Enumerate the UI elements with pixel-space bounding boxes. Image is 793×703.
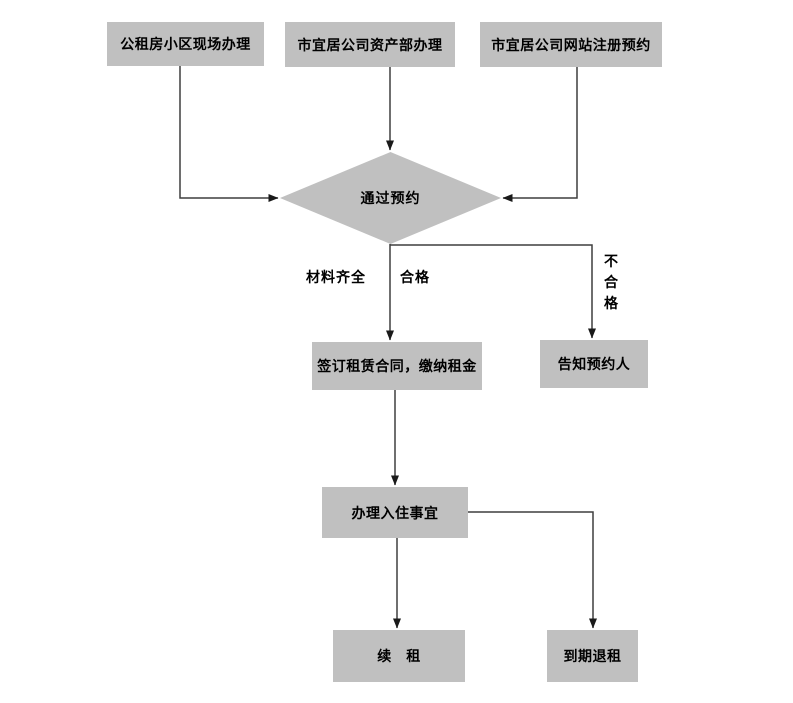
connector-checkin-to-expire (468, 511, 597, 629)
node-website-registration-entry: 市宜居公司网站注册预约 (480, 22, 662, 67)
edge-label-materials-complete: 材料齐全 (306, 270, 366, 286)
edge-label-unqualified: 不合格 (604, 254, 618, 312)
node-checkin-procedures: 办理入住事宜 (322, 487, 468, 538)
node-website-label: 市宜居公司网站注册预约 (491, 37, 651, 54)
node-notify-label: 告知预约人 (557, 357, 631, 373)
node-onsite-label: 公租房小区现场办理 (120, 37, 251, 53)
node-sign-contract-pay-rent: 签订租赁合同，缴纳租金 (312, 342, 482, 390)
node-expire-return: 到期退租 (547, 630, 638, 682)
node-notify-applicant: 告知预约人 (540, 340, 648, 388)
connector-onsite-to-decision (179, 66, 279, 202)
connector-decision-to-notify (390, 244, 596, 339)
node-expire-label: 到期退租 (563, 649, 622, 665)
node-renew-label: 续 租 (377, 649, 421, 665)
node-onsite-entry: 公租房小区现场办理 (107, 22, 264, 66)
node-assets-label: 市宜居公司资产部办理 (297, 37, 443, 54)
edge-label-qualified: 合格 (400, 270, 430, 286)
node-sign-label: 签订租赁合同，缴纳租金 (317, 359, 477, 375)
node-decision-label: 通过预约 (360, 191, 421, 207)
connector-website-to-decision (502, 67, 578, 202)
node-checkin-label: 办理入住事宜 (351, 505, 439, 522)
node-renew-lease: 续 租 (333, 630, 465, 682)
node-assets-dept-entry: 市宜居公司资产部办理 (285, 22, 455, 67)
